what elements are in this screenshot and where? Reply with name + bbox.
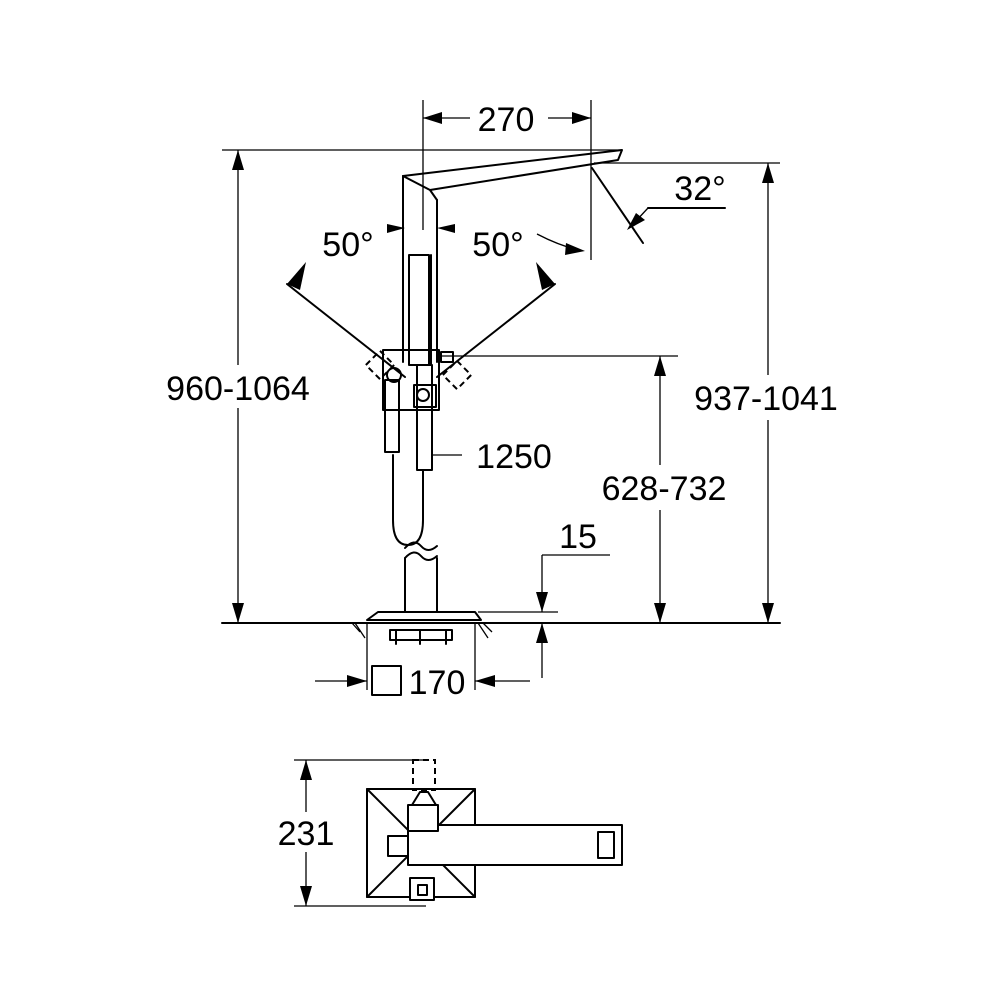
hand-shower <box>408 254 437 471</box>
dim-total-height <box>222 149 622 623</box>
label-plan-depth: 231 <box>278 815 335 853</box>
label-total-height: 960-1064 <box>166 370 310 408</box>
spout-angle <box>591 167 726 244</box>
base-plate <box>351 611 493 690</box>
label-hose-length: 1250 <box>476 438 552 476</box>
label-base-plate: 170 <box>409 664 466 702</box>
square-dimension-symbol <box>371 665 402 696</box>
swivel-angle-lines <box>286 224 585 378</box>
label-spout-reach: 270 <box>478 101 535 139</box>
label-spout-height: 937-1041 <box>694 380 838 418</box>
label-handshower-height: 628-732 <box>602 470 727 508</box>
dim-base-plate <box>315 665 530 696</box>
elevation-view: 270 32° 50° 50° 960-1064 937-1041 1250 6… <box>166 100 838 702</box>
label-base-thickness: 15 <box>559 518 597 556</box>
dim-plan-depth <box>294 759 426 907</box>
hose <box>392 454 424 546</box>
spout <box>402 149 623 201</box>
label-swivel-right: 50° <box>472 226 523 264</box>
riser-column <box>402 175 438 613</box>
plan-view: 231 <box>278 759 623 907</box>
dim-handshower-height <box>437 355 678 623</box>
dim-spout-reach <box>422 100 592 260</box>
label-spout-angle: 32° <box>674 170 725 208</box>
label-swivel-left: 50° <box>322 226 373 264</box>
dim-spout-height <box>594 162 780 623</box>
plan-spout <box>407 824 623 866</box>
dim-base-thickness <box>478 554 610 678</box>
